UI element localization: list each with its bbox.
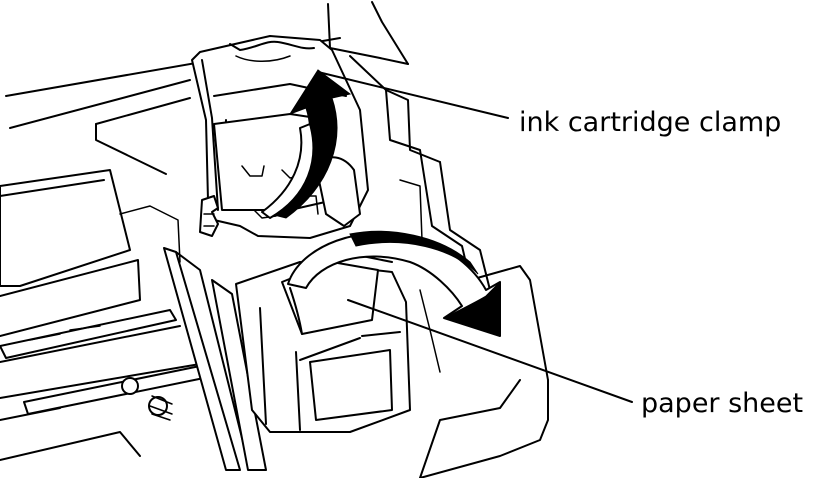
- paper-callout-label: paper sheet: [641, 388, 804, 419]
- paper-leader-line: [347, 299, 633, 403]
- clamp-callout-label: ink cartridge clamp: [519, 107, 782, 138]
- paper-guide: [163, 247, 267, 471]
- control-panel: [0, 169, 181, 337]
- paper-arrow: [287, 230, 501, 337]
- clamp-leader-line: [317, 71, 509, 119]
- platen-roller: [0, 309, 205, 461]
- clamp-arrow: [260, 69, 352, 219]
